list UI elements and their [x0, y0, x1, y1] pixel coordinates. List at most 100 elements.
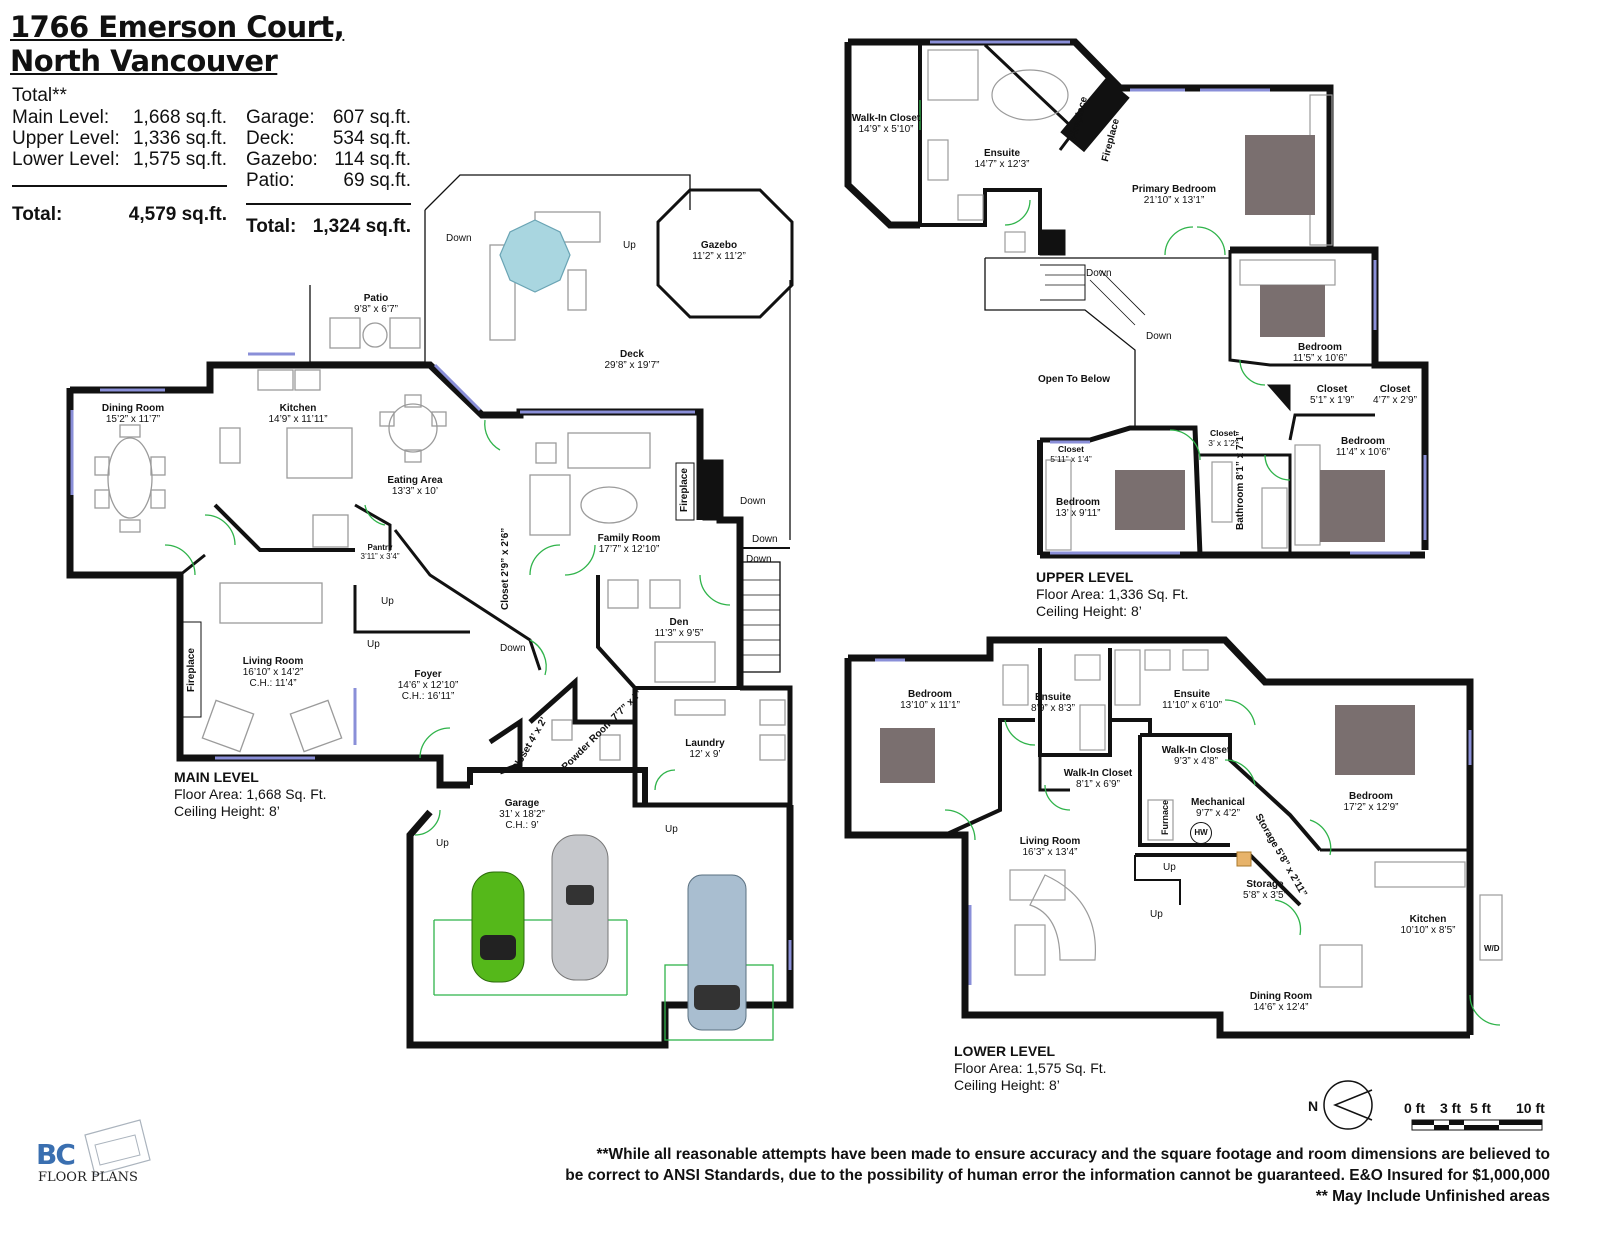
- level-area: Floor Area: 1,575 Sq. Ft.: [954, 1060, 1107, 1076]
- summary-total-value: 4,579 sq.ft.: [128, 204, 227, 225]
- main-garage: [467, 767, 648, 805]
- room-name: Closet: [1379, 384, 1411, 395]
- room-dim: 9’7” x 4’2”: [1196, 808, 1240, 819]
- upper-wall-wic: [918, 45, 1042, 255]
- summary-value: 1,575 sq.ft.: [132, 149, 227, 170]
- room-dim: 16’10” x 14’2”: [242, 667, 304, 678]
- room-dim: 8’1” x 6’9”: [1076, 779, 1120, 790]
- car-silver: [551, 834, 609, 981]
- level-ceiling: Ceiling Height: 8’: [954, 1077, 1060, 1093]
- scale-label-10: 10 ft: [1516, 1100, 1545, 1116]
- summary-total-right: Total:1,324 sq.ft.: [246, 216, 411, 238]
- summary-label: Garage:: [246, 107, 315, 128]
- room-name: Bedroom: [1349, 791, 1393, 802]
- stair-note: Up: [381, 596, 394, 607]
- room-name: Walk-In Closet: [1063, 768, 1133, 779]
- upper-bath: [1200, 453, 1292, 555]
- scale-label-5: 5 ft: [1470, 1100, 1491, 1116]
- furnace-label: Furnace: [1160, 799, 1170, 835]
- compass-icon: [1323, 1080, 1373, 1130]
- north-label: N: [1308, 1098, 1319, 1114]
- room-ch: C.H.: 16’11”: [401, 691, 455, 702]
- main-foyer-diag: [179, 553, 206, 577]
- summary-row-deck: Deck: 534 sq.ft.: [246, 128, 411, 150]
- summary-heading: Total**: [12, 85, 67, 106]
- room-dim: 14’9” x 5’10”: [858, 124, 914, 135]
- storage-box: [1236, 851, 1252, 867]
- bed: [1260, 285, 1325, 337]
- upper-wall-chunk: [1039, 229, 1066, 256]
- lower-wic2: [1038, 755, 1070, 792]
- summary-row-lower: Lower Level: 1,575 sq.ft.: [12, 149, 227, 171]
- room-name: Ensuite: [983, 148, 1021, 159]
- main-stair-wall: [353, 585, 470, 634]
- stair-note: Down: [446, 233, 472, 244]
- upper-fireplace-block: [1060, 77, 1130, 153]
- deck-outline: [424, 174, 691, 211]
- upper-wall-left: [844, 42, 920, 229]
- main-den: [596, 575, 740, 690]
- summary-label: Lower Level:: [12, 149, 120, 170]
- upper-wall-bed4: [1040, 425, 1203, 556]
- disclaimer-line-3: ** May Include Unfinished areas: [1315, 1188, 1550, 1205]
- room-name: Bedroom: [1056, 497, 1100, 508]
- main-powder: [528, 676, 635, 725]
- room-name: Ensuite: [1034, 692, 1072, 703]
- room-dim: 3’ x 1’2”: [1208, 438, 1238, 448]
- stair-note: Down: [746, 554, 772, 565]
- level-ceiling: Ceiling Height: 8’: [1036, 603, 1142, 619]
- scale-bar: [1411, 1119, 1543, 1131]
- bed: [1115, 470, 1185, 530]
- room-dim: 16’3” x 13’4”: [1022, 847, 1078, 858]
- upper-bed2-lower: [1228, 250, 1375, 367]
- family-fireplace-block: [702, 462, 719, 521]
- room-dim: 14’9” x 11’11”: [268, 414, 328, 425]
- main-stair-box: [739, 561, 781, 673]
- room-dim: 13’ x 9’11”: [1055, 508, 1101, 519]
- stair-note: Down: [1086, 268, 1112, 279]
- wd-label: W/D: [1484, 944, 1500, 953]
- living-fireplace-label: Fireplace: [186, 648, 197, 692]
- room-dim: 5’8” x 3’5”: [1243, 890, 1287, 901]
- main-closet: [488, 717, 523, 775]
- summary-label: Patio:: [246, 170, 295, 191]
- summary-value: 1,668 sq.ft.: [132, 107, 227, 128]
- dining-table: [107, 437, 153, 519]
- room-name: Primary Bedroom: [1132, 184, 1216, 195]
- room-name: Kitchen: [279, 403, 317, 414]
- room-ch: C.H.: 9’: [505, 820, 539, 831]
- summary-total-value: 1,324 sq.ft.: [312, 216, 411, 237]
- room-dim: 4’7” x 2’9”: [1373, 395, 1417, 406]
- family-sofa: [567, 432, 651, 469]
- patio-umbrella: [499, 219, 571, 293]
- room-dim: 12’ x 9’: [689, 749, 721, 760]
- upper-ensuite-diag: [983, 43, 1078, 151]
- logo-text: FLOOR PLANS: [38, 1170, 138, 1185]
- room-name: Storage: [1246, 879, 1284, 890]
- address-line-1: 1766 Emerson Court,: [10, 10, 345, 44]
- summary-label: Deck:: [246, 128, 295, 149]
- summary-value: 534 sq.ft.: [332, 128, 411, 149]
- bed: [1335, 705, 1415, 775]
- room-dim: 14’6” x 12’10”: [397, 680, 459, 691]
- scale-label-3: 3 ft: [1440, 1100, 1461, 1116]
- living-fireplace-bar: [182, 621, 202, 718]
- bed: [1245, 135, 1315, 215]
- lower-stair: [1134, 855, 1181, 905]
- room-name: Walk-In Closet: [1161, 745, 1231, 756]
